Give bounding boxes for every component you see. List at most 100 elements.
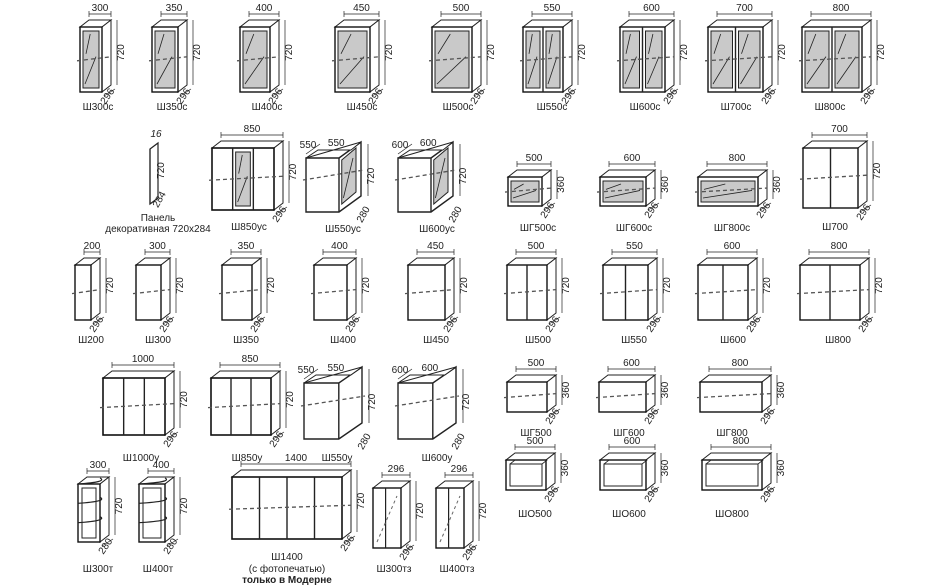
glass-insert [804,30,830,89]
cabinet-code: Ш400с [252,102,283,113]
cabinet-code: Ш400 [330,335,356,346]
cabinet-code: ШГ800с [714,223,750,234]
dimension-width: 400 [153,460,170,471]
dimension-depth: 280 [356,431,374,451]
dimension-width: 600 [724,241,741,252]
dimension-height: 720 [461,393,472,410]
dimension-height: 360 [560,459,571,476]
dimension-width: 450 [353,3,370,14]
dimension-width: 500 [526,153,543,164]
dimension-height: 720 [192,44,203,61]
cabinet-code: Ш600у [422,453,453,464]
cabinet-code: Ш300т [83,564,114,575]
cabinet-code: Ш850у [232,453,263,464]
dimension-width: 550 [626,241,643,252]
dimension-width: 450 [427,241,444,252]
cabinet-code: Ш200 [78,335,104,346]
dimension-height: 720 [777,44,788,61]
dimension-height: 360 [776,459,787,476]
dimension-height: 360 [660,381,671,398]
cabinet-code: Ш800с [815,102,846,113]
dimension-height: 720 [384,44,395,61]
cabinet-body [701,459,763,491]
dimension-height: 720 [679,44,690,61]
dimension-width: 800 [831,241,848,252]
dimension-height: 720 [459,277,470,294]
dimension-height: 720 [415,502,426,519]
dimension-width: 600 [624,153,641,164]
cabinet-code: ШГ600 [613,428,645,439]
dimension-height: 720 [762,277,773,294]
dimension-width-2: 550 [328,138,345,149]
dimension-depth: 280 [355,204,373,224]
cabinet-body [599,459,647,491]
cabinet-code: Ш550у [322,453,353,464]
dimension-height: 720 [458,167,469,184]
cabinet-code: Ш800 [825,335,851,346]
dimension-height: 720 [662,277,673,294]
glass-insert [235,151,251,207]
cabinet-code: Ш300 [145,335,171,346]
cabinet-code: ШГ800 [716,428,748,439]
dimension-width: 500 [528,358,545,369]
glass-insert [525,30,541,89]
dimension-height: 720 [872,162,883,179]
dimension-width: 550 [300,140,317,151]
dimension-width: 600 [623,358,640,369]
dimension-height: 720 [577,44,588,61]
dimension-height: 720 [105,277,116,294]
dimension-height: 720 [175,277,186,294]
dimension-height: 360 [556,176,567,193]
glass-insert [738,30,761,89]
dimension-width-2: 600 [422,363,439,374]
dimension-width-2: 550 [328,363,345,374]
dimension-width: 16 [150,129,162,140]
dimension-width: 600 [624,436,641,447]
cabinet-body [74,264,92,321]
dimension-height: 720 [876,44,887,61]
dimension-width: 850 [242,354,259,365]
cabinet-code: Ш300с [83,102,114,113]
cabinet-code: Ш400тз [439,564,474,575]
cabinet-code: Ш600ус [419,224,455,235]
dimension-height: 720 [284,44,295,61]
dimension-width: 600 [392,365,409,376]
cabinet-code: ШГ500с [520,223,556,234]
cabinet-note: (с фотопечатью) [249,563,326,575]
cabinet-code: Ш500с [443,102,474,113]
cabinet-body [102,377,166,436]
dimension-height: 720 [285,391,296,408]
cabinet-code: ШО600 [612,509,646,520]
dimension-height: 720 [156,162,167,179]
dimension-width: 300 [90,460,107,471]
dimension-width: 600 [643,3,660,14]
dimension-width-2: 600 [420,138,437,149]
dimension-height: 720 [356,492,367,509]
